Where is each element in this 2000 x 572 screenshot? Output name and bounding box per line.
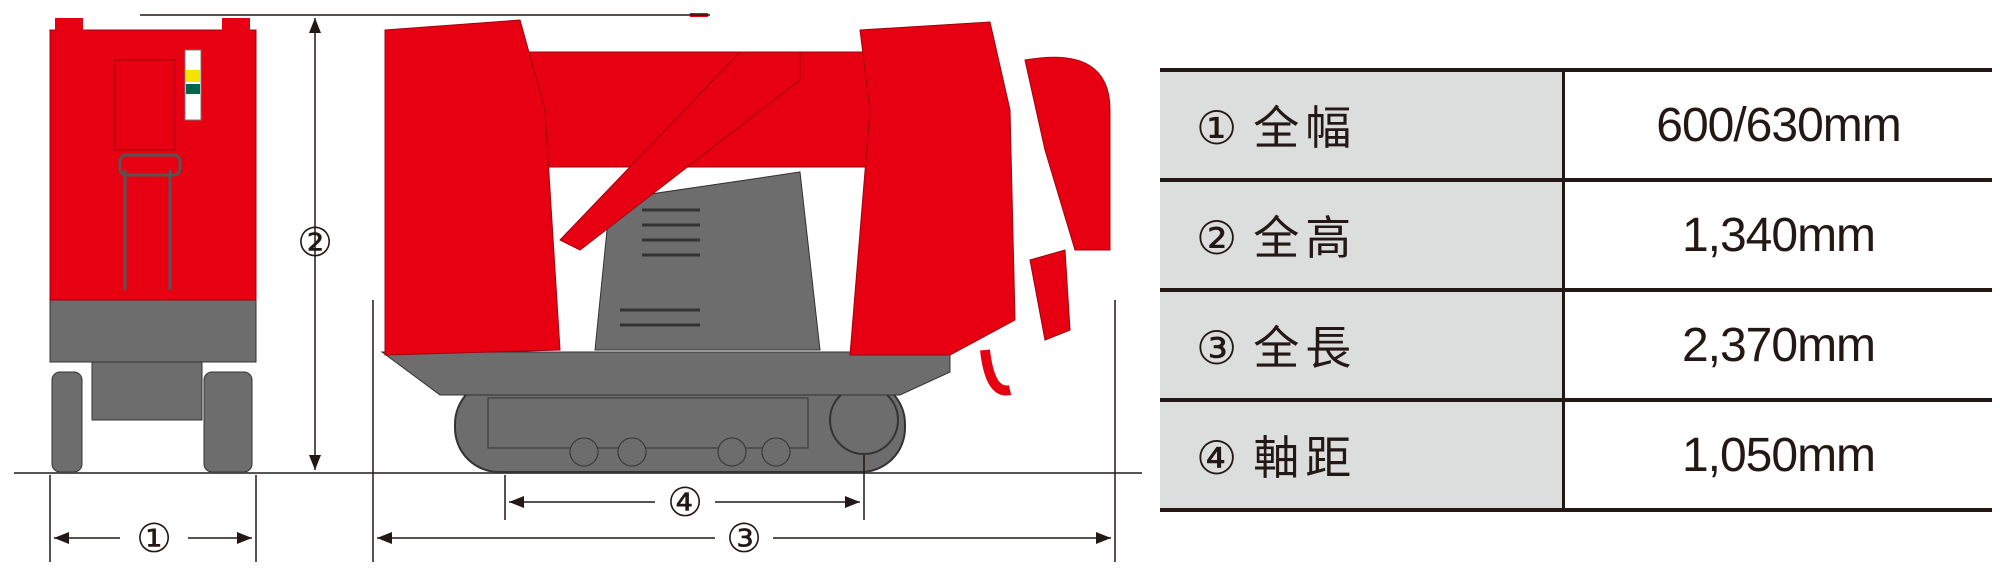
crane-side-view: [380, 13, 1111, 473]
dimension-label-width: ①: [136, 516, 172, 562]
spec-marker: ④: [1196, 431, 1244, 485]
spec-label: 全長: [1253, 321, 1358, 375]
dimension-label-length: ③: [726, 516, 762, 562]
spec-marker: ①: [1196, 101, 1244, 155]
dimension-label-wheelbase: ④: [667, 480, 703, 526]
spec-value: 1,050mm: [1563, 398, 1992, 512]
spec-marker: ②: [1196, 211, 1244, 265]
spec-label: 全高: [1253, 211, 1358, 265]
dimension-label-height: ②: [297, 220, 333, 266]
dimension-lines: [49, 14, 1116, 562]
crane-dimension-drawing: ① ② ③ ④: [14, 13, 1142, 562]
crane-front-view: [49, 18, 257, 473]
spec-marker: ③: [1196, 321, 1244, 375]
spec-value: 2,370mm: [1563, 288, 1992, 402]
spec-label: 軸距: [1253, 431, 1358, 485]
spec-label: 全幅: [1253, 101, 1358, 155]
spec-value: 600/630mm: [1563, 68, 1992, 182]
spec-value: 1,340mm: [1563, 178, 1992, 292]
